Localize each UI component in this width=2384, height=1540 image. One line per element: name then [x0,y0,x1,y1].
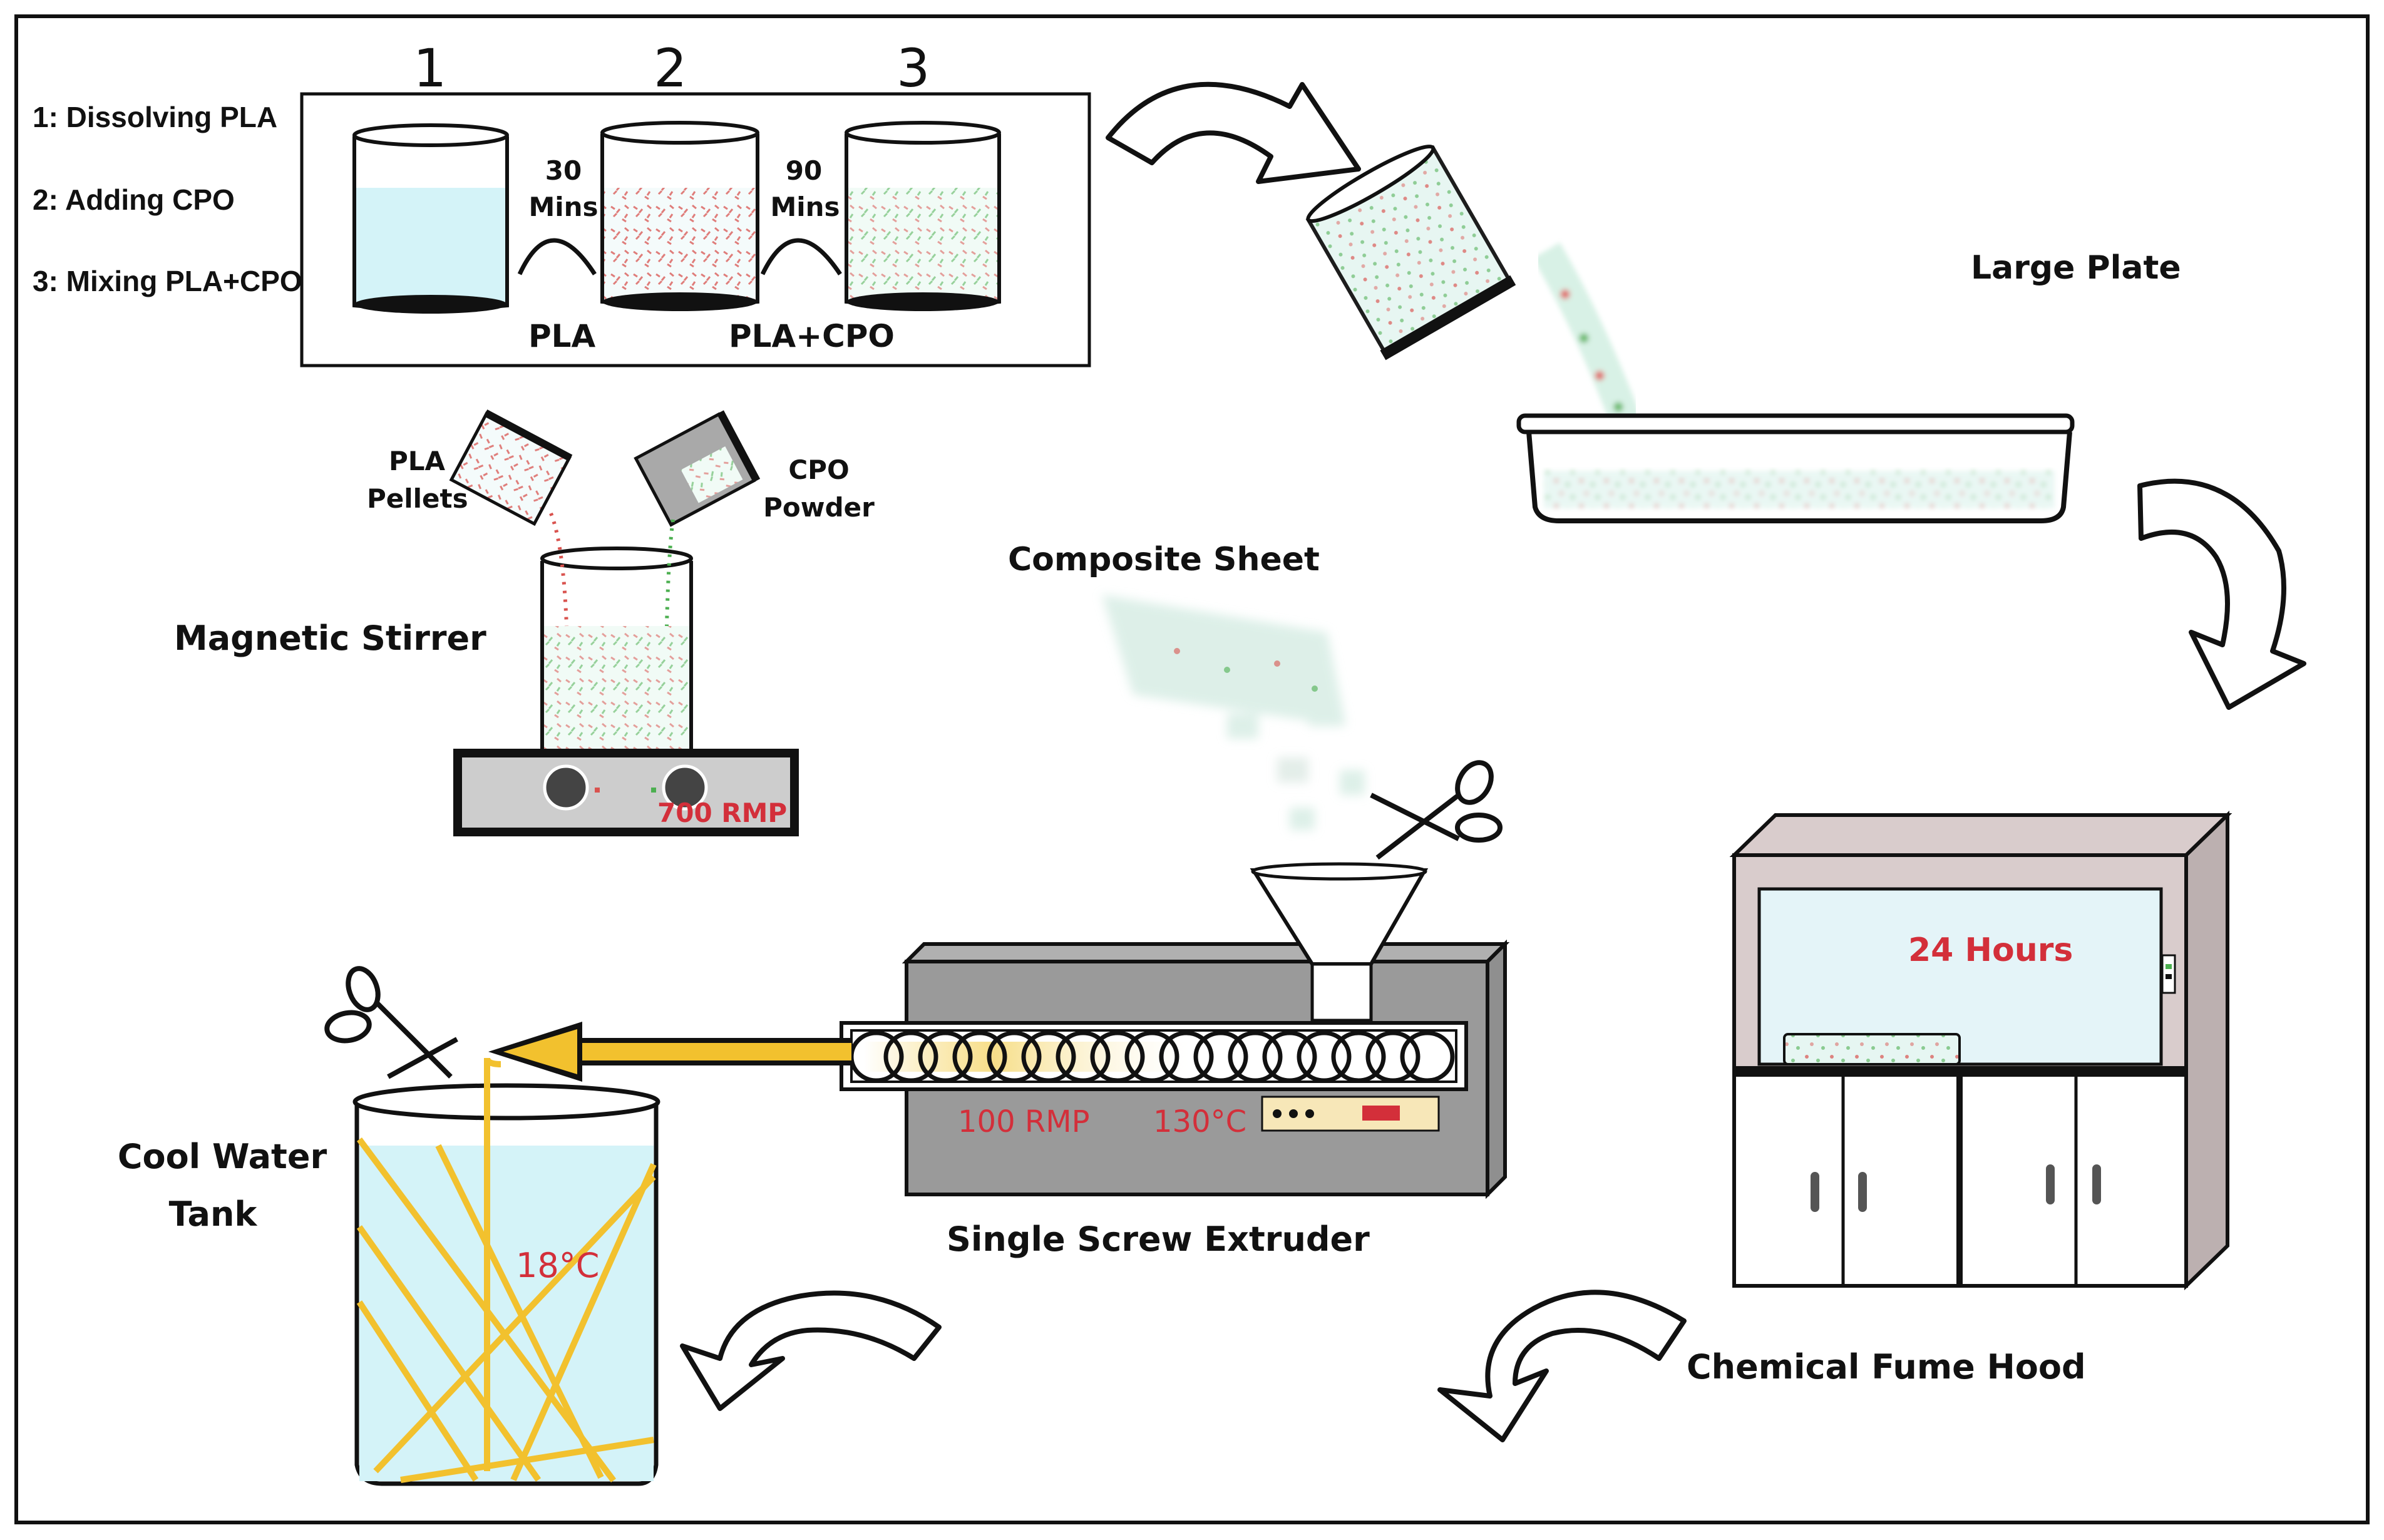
label-chemical-fume-hood: Chemical Fume Hood [1687,1347,2086,1387]
stirrer-speed: 700 RMP [657,798,788,828]
large-plate [1516,413,2075,523]
beaker-number-1: 1 [413,38,447,99]
label-single-screw-extruder: Single Screw Extruder [947,1219,1370,1259]
label-magnetic-stirrer: Magnetic Stirrer [174,619,486,658]
beaker-1 [352,123,509,314]
label-composite-sheet: Composite Sheet [1008,541,1320,578]
cpo-powder-beaker [634,410,761,527]
water-temp: 18°C [516,1246,600,1285]
label-cpo-powder-line-2: Powder [763,492,875,523]
label-cool-water-tank-line-1: Cool Water [117,1137,327,1176]
extruder-temp: 130°C [1153,1104,1247,1139]
pla-pellets-beaker [449,409,573,526]
scissors-tank [324,966,458,1079]
beaker-2 [600,121,759,311]
beaker-number-3: 3 [897,38,930,99]
beaker-number-2: 2 [654,38,687,99]
label-pla-pellets-line-2: Pellets [367,483,468,514]
fume-hood [1729,810,2232,1291]
beaker-3 [845,121,1001,311]
label-cpo-powder-line-1: CPO [788,454,850,485]
time-1-value: 30 [545,155,582,186]
label-pla-pellets-line-1: PLA [388,446,446,476]
label-large-plate: Large Plate [1971,249,2181,287]
pouring-beaker [1305,145,1516,361]
label-cool-water-tank-line-2: Tank [168,1194,257,1234]
scissors-extruder [1370,760,1503,860]
time-2-value: 90 [785,155,823,186]
extruder-speed: 100 RMP [958,1104,1090,1139]
label-pla-cpo: PLA+CPO [729,318,895,354]
time-1-unit: Mins [528,192,599,222]
extrudate-arrow [488,1022,851,1082]
label-pla: PLA [528,318,596,354]
magnetic-stirrer [453,547,799,836]
legend-step-1: 1: Dissolving PLA [33,101,278,133]
legend-step-2: 2: Adding CPO [33,183,235,216]
single-screw-extruder [840,862,1510,1199]
cool-water-tank [352,1057,660,1486]
fume-hood-time: 24 Hours [1908,932,2073,969]
legend-step-3: 3: Mixing PLA+CPO [33,265,302,297]
time-2-unit: Mins [770,192,840,222]
